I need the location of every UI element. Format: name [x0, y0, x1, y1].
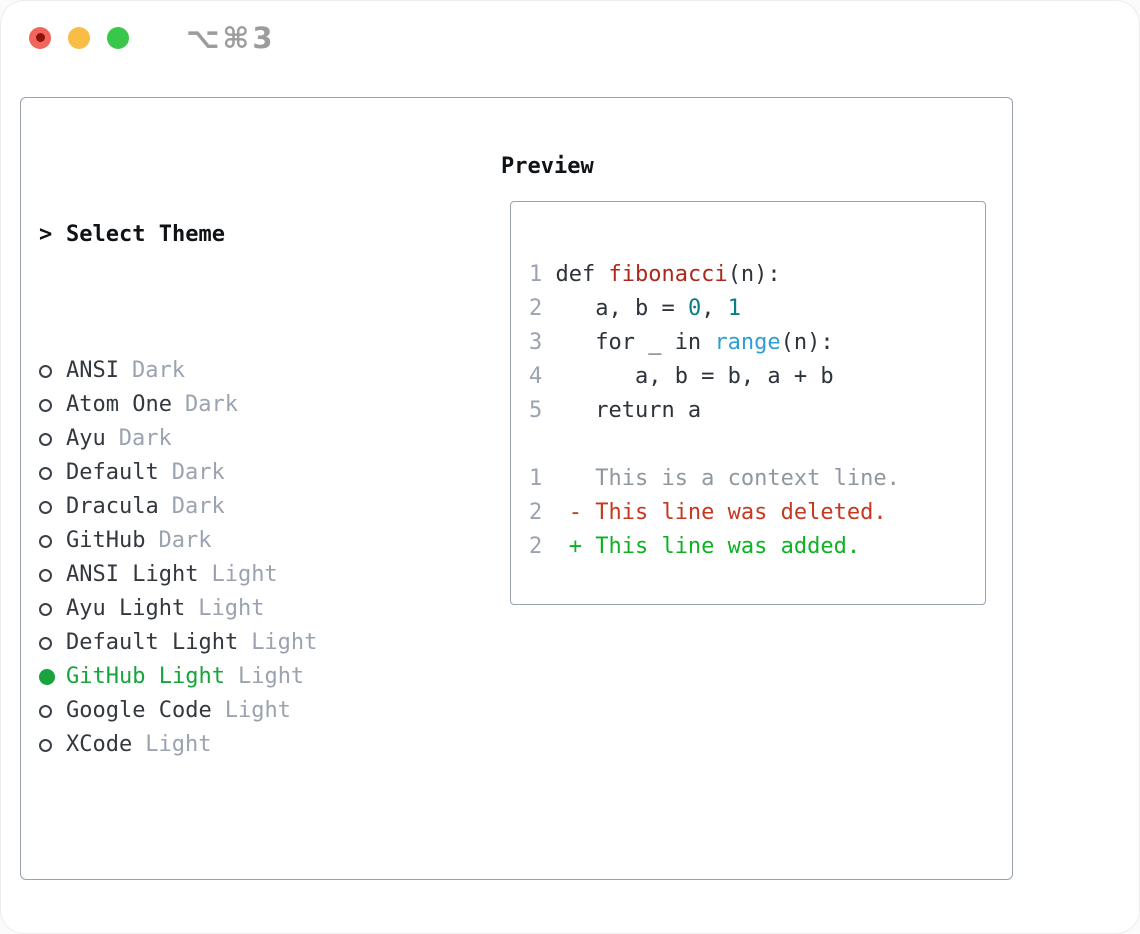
code-segment-builtin: range	[714, 330, 781, 355]
option-label: GitHub Light	[66, 664, 225, 689]
radio-icon	[39, 364, 66, 378]
line-number: 2	[529, 500, 543, 525]
theme-option[interactable]: Atom One Dark	[39, 388, 410, 422]
variant-tag: Light	[211, 562, 278, 587]
radio-icon	[39, 636, 66, 650]
variant-tag: Light	[198, 596, 265, 621]
theme-option[interactable]: GitHub Light Light	[39, 660, 410, 694]
select-theme-heading: Select Theme	[66, 222, 225, 247]
code-line: 2 - This line was deleted.	[529, 496, 985, 530]
code-segment-plain: for _ in	[555, 330, 715, 355]
titlebar: ⌥⌘3	[0, 0, 1140, 75]
window-title: ⌥⌘3	[186, 20, 276, 55]
code-segment-added: + This line was added.	[555, 534, 861, 559]
line-number: 4	[529, 364, 543, 389]
option-label: GitHub	[66, 528, 146, 553]
code-segment-context: This is a context line.	[555, 466, 900, 491]
code-line: 1 This is a context line.	[529, 462, 985, 496]
theme-option[interactable]: Default Light Light	[39, 626, 410, 660]
radio-icon	[39, 466, 66, 480]
preview-heading: Preview	[501, 154, 594, 179]
radio-icon	[39, 534, 66, 548]
theme-option[interactable]: Google Code Light	[39, 694, 410, 728]
code-segment-plain: a, b =	[555, 296, 688, 321]
theme-option[interactable]: XCode Light	[39, 728, 410, 762]
theme-option[interactable]: GitHub Dark	[39, 524, 410, 558]
variant-tag: Dark	[171, 494, 225, 519]
line-number: 1	[529, 466, 543, 491]
option-label: Ayu	[66, 426, 106, 451]
radio-icon	[39, 602, 66, 616]
code-segment-func: fibonacci	[608, 262, 728, 287]
option-label: Default	[66, 460, 159, 485]
code-segment-plain: a, b = b, a + b	[555, 364, 834, 389]
theme-option[interactable]: Dracula Dark	[39, 490, 410, 524]
line-number: 2	[529, 296, 543, 321]
variant-tag: Light	[237, 664, 305, 689]
radio-icon	[39, 398, 66, 412]
code-line: 5 return a	[529, 394, 985, 428]
option-label: Default Light	[66, 630, 239, 655]
code-segment-plain: return a	[555, 398, 702, 423]
option-label: Dracula	[66, 494, 159, 519]
close-button[interactable]	[29, 26, 51, 49]
theme-option[interactable]: ANSI Dark	[39, 354, 410, 388]
radio-icon	[39, 432, 66, 446]
code-line	[529, 428, 985, 462]
variant-tag: Dark	[171, 460, 225, 485]
radio-icon	[39, 704, 66, 718]
line-number: 3	[529, 330, 543, 355]
line-number: 2	[529, 534, 543, 559]
radio-icon	[39, 568, 66, 582]
spacer	[39, 864, 410, 898]
code-segment-plain: ,	[701, 296, 728, 321]
code-segment-plain: (n):	[727, 262, 781, 287]
theme-option[interactable]: Ayu Light Light	[39, 592, 410, 626]
code-line: 1 def fibonacci(n):	[529, 258, 985, 292]
radio-selected-icon	[39, 669, 66, 685]
code-line: 4 a, b = b, a + b	[529, 360, 985, 394]
code-segment-deleted: - This line was deleted.	[555, 500, 887, 525]
code-segment-num: 0	[687, 296, 702, 321]
variant-tag: Dark	[184, 392, 238, 417]
maximize-button[interactable]	[107, 26, 129, 49]
variant-tag: Light	[224, 698, 291, 723]
select-theme-heading-row: > Select Theme	[39, 218, 410, 252]
variant-tag: Light	[145, 732, 212, 757]
option-label: Atom One	[66, 392, 172, 417]
code-line: 3 for _ in range(n):	[529, 326, 985, 360]
line-number: 5	[529, 398, 543, 423]
option-label: ANSI Light	[66, 562, 199, 587]
theme-option[interactable]: Ayu Dark	[39, 422, 410, 456]
code-line: 2 + This line was added.	[529, 530, 985, 564]
option-label: Google Code	[66, 698, 212, 723]
close-modified-dot-icon	[35, 33, 45, 42]
code-line: 2 a, b = 0, 1	[529, 292, 985, 326]
option-label: ANSI	[66, 358, 119, 383]
theme-option[interactable]: Default Dark	[39, 456, 410, 490]
cursor-prompt-icon: >	[39, 222, 53, 247]
radio-icon	[39, 738, 66, 752]
radio-icon	[39, 500, 66, 514]
option-label: XCode	[66, 732, 133, 757]
code-segment-num: 1	[727, 296, 741, 321]
option-label: Ayu Light	[66, 596, 186, 621]
code-segment-plain: (n):	[780, 330, 834, 355]
theme-option[interactable]: ANSI Light Light	[39, 558, 410, 592]
variant-tag: Dark	[131, 358, 185, 383]
variant-tag: Dark	[158, 528, 212, 553]
code-segment-plain: def	[555, 262, 609, 287]
variant-tag: Dark	[118, 426, 172, 451]
line-number: 1	[529, 262, 543, 287]
minimize-button[interactable]	[68, 26, 90, 49]
variant-tag: Light	[251, 630, 318, 655]
